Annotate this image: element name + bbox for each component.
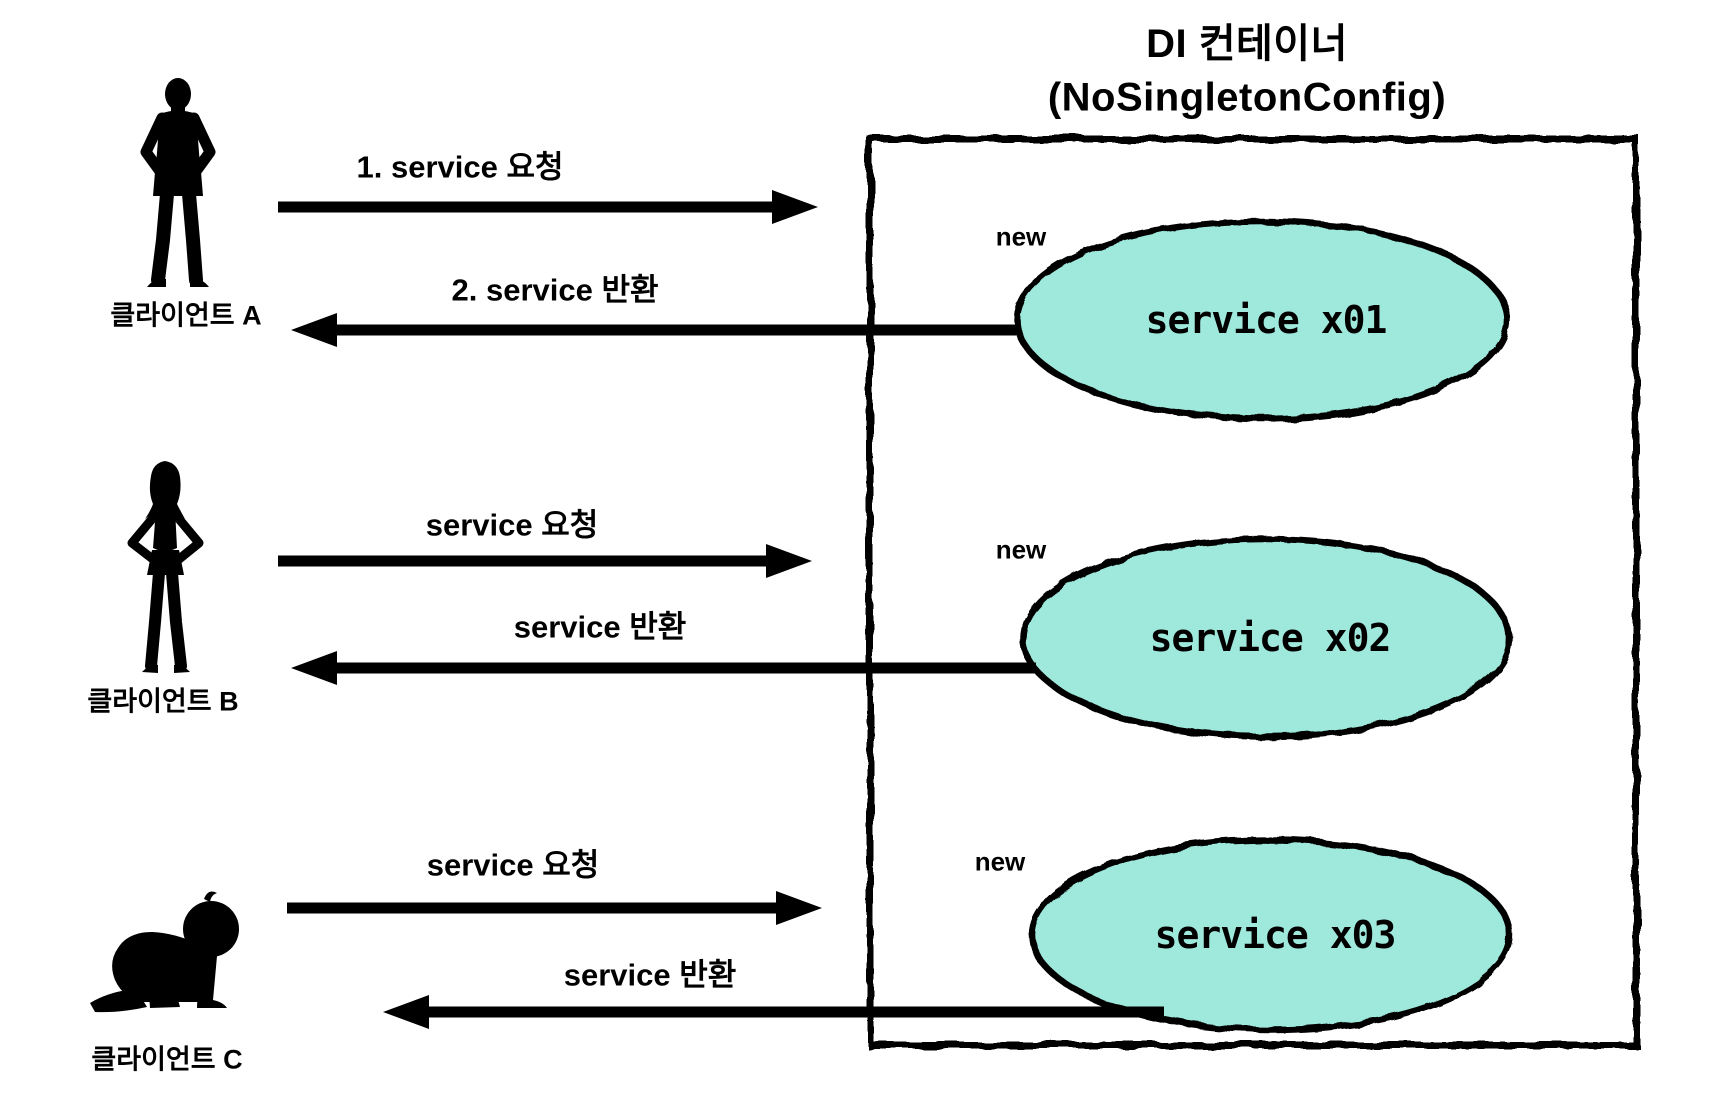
service-x03-label: service x03 [1154, 913, 1397, 957]
new-badge-x02: new [995, 534, 1047, 565]
service-x02-label: service x02 [1149, 616, 1392, 660]
service-x02-ellipse [1019, 535, 1513, 741]
service-x01-ellipse [1013, 217, 1511, 423]
client-a-return-arrow [291, 313, 1020, 347]
diagram-title-line2: (NoSingletonConfig) [1047, 75, 1447, 120]
new-badge-x03: new [974, 846, 1026, 877]
client-c-return-label: service 반환 [563, 957, 737, 993]
client-b-return-arrow [291, 651, 1036, 685]
client-c-request-arrow [287, 891, 822, 925]
client-a-return-label: 2. service 반환 [451, 272, 659, 308]
diagram-title-line1: DI 컨테이너 [1146, 22, 1348, 66]
di-container-box [866, 135, 1640, 1049]
client-b-request-label: service 요청 [425, 507, 599, 543]
client-c-return-arrow [383, 995, 1164, 1029]
man-icon [140, 78, 216, 287]
service-x03-ellipse [1028, 836, 1514, 1034]
new-badge-x01: new [995, 221, 1047, 252]
baby-icon [90, 891, 239, 1013]
woman-icon [127, 461, 204, 673]
client-b-return-label: service 반환 [513, 609, 687, 645]
client-a-request-label: 1. service 요청 [356, 149, 564, 185]
client-b-request-arrow [278, 544, 812, 578]
client-c-request-label: service 요청 [426, 847, 600, 883]
client-a-request-arrow [278, 190, 818, 224]
client-b-name: 클라이언트 B [87, 686, 239, 717]
service-x01-label: service x01 [1145, 298, 1388, 342]
client-c-name: 클라이언트 C [91, 1044, 243, 1075]
client-a-name: 클라이언트 A [110, 300, 262, 331]
